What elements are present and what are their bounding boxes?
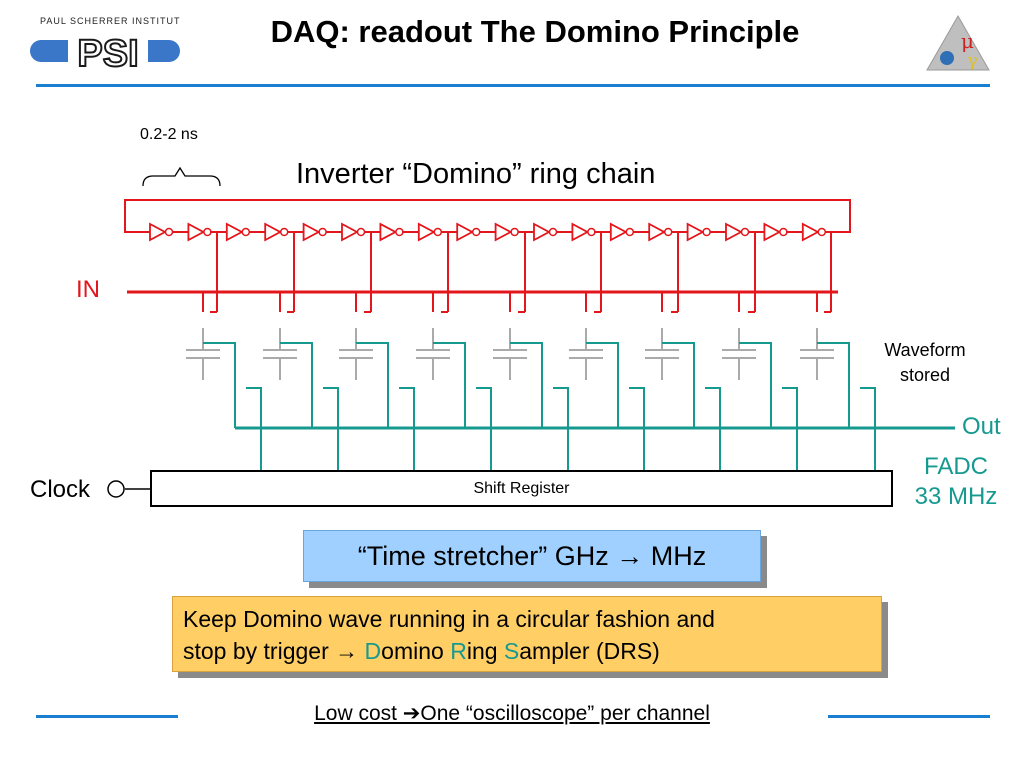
sr-control-line	[476, 387, 492, 471]
inverter-bubble	[663, 227, 673, 237]
inverter-bubble	[356, 227, 366, 237]
inverter-icon	[341, 222, 359, 242]
s-letter: S	[503, 638, 520, 664]
inverter-icon	[725, 222, 743, 242]
inverter-icon	[609, 222, 628, 242]
omino-text: omino	[381, 638, 451, 664]
inverter-bubble	[625, 227, 635, 237]
clock-label: Clock	[30, 476, 91, 503]
sr-control-line	[553, 387, 569, 471]
drs-line2: stop by trigger → Domino Ring Sampler (D…	[183, 635, 871, 667]
fadc-label: FADC 33 MHz	[900, 452, 1012, 512]
waveform-label: Waveform stored	[870, 338, 980, 388]
time-stretcher-callout: “Time stretcher” GHz → MHz	[303, 530, 761, 582]
inverter-icon	[763, 222, 782, 242]
inverter-icon	[571, 222, 590, 242]
footer-text: Low cost ➔One “oscilloscope” per channel	[314, 702, 710, 725]
delay-label: 0.2-2 ns	[140, 126, 198, 143]
r-letter: R	[450, 638, 467, 664]
inverter-bubble	[241, 227, 251, 237]
inverter-icon	[149, 222, 167, 242]
inverter-bubble	[740, 227, 750, 237]
footer-rule-right	[828, 715, 990, 718]
readout-line	[662, 342, 695, 428]
inverter-bubble	[203, 227, 212, 237]
psi-logo: PSI	[30, 32, 180, 74]
inverter-icon	[379, 222, 398, 242]
inverter-icon	[302, 222, 321, 242]
sr-control-line	[246, 387, 262, 471]
inverter-icon	[648, 222, 667, 242]
fadc-line2: 33 MHz	[914, 483, 998, 510]
inverter-icon	[533, 222, 551, 242]
header-divider	[36, 84, 990, 87]
inverter-icon	[456, 222, 475, 242]
drs-line1: Keep Domino wave running in a circular f…	[183, 606, 715, 632]
footer-rule-left	[36, 715, 178, 718]
readout-line	[510, 342, 543, 428]
inverter-bubble	[318, 227, 327, 237]
inverter-icon	[417, 222, 436, 242]
svg-text:μ: μ	[961, 29, 974, 53]
triangle-logo-icon: μ γ	[926, 14, 990, 71]
sr-control-line	[323, 387, 339, 471]
chain-label: Inverter “Domino” ring chain	[296, 158, 656, 190]
in-label: IN	[76, 276, 100, 303]
readout-line	[817, 342, 850, 428]
sr-control-line	[705, 387, 721, 471]
readout-line	[433, 342, 466, 428]
inverter-bubble	[279, 227, 289, 237]
ing-text: ing	[466, 638, 504, 664]
inverter-icon	[225, 222, 244, 242]
drs-callout: Keep Domino wave running in a circular f…	[172, 596, 882, 672]
inverter-icon	[686, 222, 705, 242]
readout-line	[203, 342, 236, 428]
inverter-bubble	[779, 227, 788, 237]
inverter-icon	[264, 222, 283, 242]
waveform-line2: stored	[899, 365, 951, 385]
inverter-bubble	[395, 227, 404, 237]
readout-line	[280, 342, 313, 428]
ampler-text: ampler (DRS)	[519, 638, 660, 664]
inverter-bubble	[817, 227, 827, 237]
d-letter: D	[364, 638, 382, 664]
readout-line	[739, 342, 772, 428]
inverter-icon	[494, 222, 513, 242]
sampling-cells	[186, 233, 876, 471]
readout-line	[586, 342, 619, 428]
out-label: Out	[962, 413, 1001, 440]
logo-text: PSI	[77, 33, 138, 74]
institute-name: PAUL SCHERRER INSTITUT	[40, 16, 181, 26]
inverter-bubble	[548, 227, 558, 237]
sr-control-line	[399, 387, 415, 471]
inverter-bubble	[433, 227, 443, 237]
fadc-line1: FADC	[923, 453, 988, 480]
inverter-bubble	[702, 227, 711, 237]
drs-line2-prefix: stop by trigger →	[183, 638, 365, 664]
readout-line	[356, 342, 389, 428]
delay-brace	[142, 166, 221, 187]
sr-control-line	[782, 387, 798, 471]
inverter-icon	[187, 222, 206, 242]
sr-control-line	[629, 387, 645, 471]
inverter-bubble	[587, 227, 596, 237]
domino-diagram	[107, 166, 955, 507]
page-title: DAQ: readout The Domino Principle	[270, 14, 800, 49]
clock-terminal-icon	[107, 480, 125, 498]
shift-register-label: Shift Register	[473, 480, 570, 497]
waveform-line1: Waveform	[884, 340, 966, 360]
inverter-bubble	[510, 227, 519, 237]
svg-text:γ: γ	[967, 50, 978, 71]
inverter-chain	[130, 222, 838, 242]
inverter-bubble	[164, 227, 174, 237]
inverter-bubble	[471, 227, 481, 237]
inverter-icon	[801, 222, 820, 242]
